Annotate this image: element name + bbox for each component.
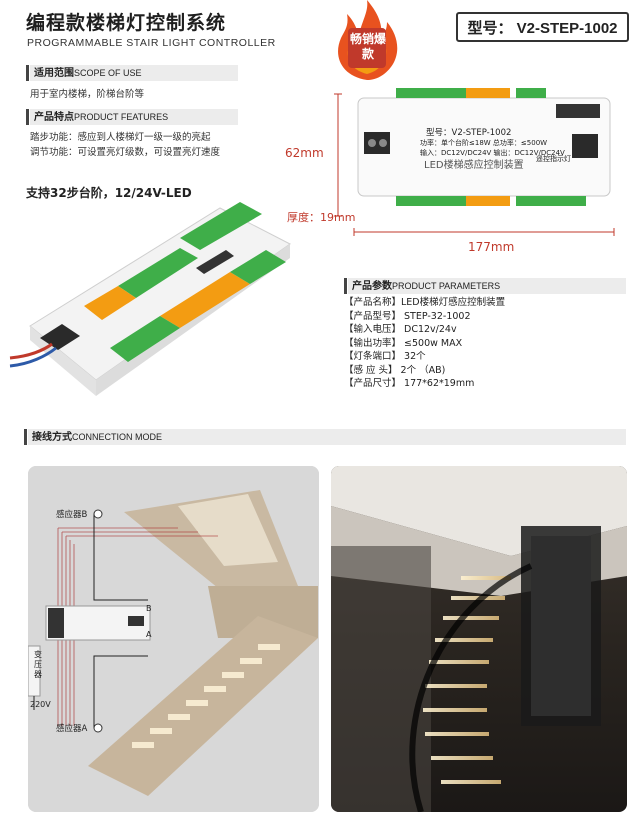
port-a-label: A	[146, 630, 152, 639]
param-row: 【产品型号】 STEP-32-1002	[344, 310, 471, 322]
param-row: 【产品尺寸】 177*62*19mm	[344, 378, 475, 389]
features-heading: 产品特点PRODUCT FEATURES	[26, 109, 238, 125]
page-subtitle: PROGRAMMABLE STAIR LIGHT CONTROLLER	[27, 37, 276, 49]
device-label-model: 型号：V2-STEP-1002	[426, 128, 512, 138]
device-label-indicator: 遥控指示灯	[536, 155, 571, 163]
feature-line-1: 踏步功能：感应到人楼梯灯一级一级的亮起	[30, 132, 211, 143]
dimension-lines	[334, 93, 615, 236]
sensor-a-label: 感应器A	[56, 724, 88, 734]
device-label-name: LED楼梯感应控制装置	[424, 160, 524, 171]
wiring-diagram	[28, 466, 319, 812]
controller-front-view	[357, 88, 611, 206]
param-row: 【灯条端口】 32个	[344, 351, 426, 362]
dimension-thickness: 厚度：19mm	[287, 211, 356, 224]
param-row: 【输出功率】 ≤500w MAX	[344, 337, 463, 349]
port-b-label: B	[146, 604, 152, 613]
param-row: 【感 应 头】 2个 （AB)	[344, 364, 446, 376]
badge-label: 畅销爆款	[350, 32, 387, 61]
params-heading: 产品参数PRODUCT PARAMETERS	[344, 278, 626, 294]
param-row: 【输入电压】 DC12v/24v	[344, 324, 457, 335]
connection-heading: 接线方式CONNECTION MODE	[24, 429, 626, 445]
device-label-io: 输入：DC12V/DC24V 输出：DC12V/DC24V	[420, 149, 565, 157]
model-number-box: 型号： V2-STEP-1002	[456, 12, 629, 42]
sensor-b-label: 感应器B	[56, 510, 88, 520]
scope-heading: 适用范围SCOPE OF USE	[26, 65, 238, 81]
page-title: 编程款楼梯灯控制系统	[26, 12, 227, 34]
dimension-height: 62mm	[285, 146, 324, 160]
feature-line-2: 调节功能：可设置亮灯级数，可设置亮灯速度	[30, 147, 221, 158]
voltage-label: 220V	[30, 700, 51, 709]
spiral-staircase-photo	[331, 466, 627, 812]
param-row: 【产品名称】LED楼梯灯感应控制装置	[344, 297, 506, 308]
flame-badge-icon	[338, 0, 398, 80]
params-list: 【产品名称】LED楼梯灯感应控制装置 【产品型号】 STEP-32-1002 【…	[344, 296, 505, 391]
device-label-power: 功率：单个台阶≤18W 总功率：≤500W	[420, 139, 548, 147]
support-line: 支持32步台阶，12/24V-LED	[26, 186, 192, 200]
dimension-length: 177mm	[468, 240, 515, 254]
controller-photo	[9, 202, 291, 396]
scope-text: 用于室内楼梯，阶梯台阶等	[30, 89, 145, 100]
transformer-label: 变压器	[34, 650, 42, 679]
